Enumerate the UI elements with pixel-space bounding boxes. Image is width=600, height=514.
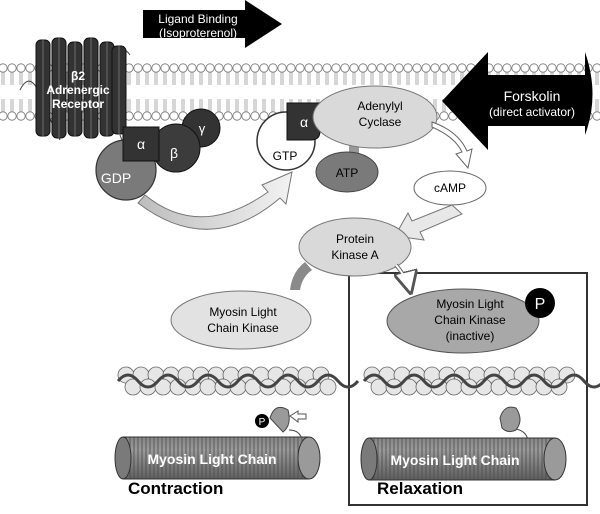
receptor-label-line2: Adrenergic [46, 83, 110, 97]
alpha-subunit [122, 126, 160, 162]
camp-to-pka-arrow [394, 204, 463, 241]
relaxation-label: Relaxation [377, 479, 463, 498]
direct-activator-label: (direct activator) [489, 105, 575, 119]
atp-label: ATP [336, 166, 358, 180]
mlck-inactive-line2: Chain Kinase [434, 313, 506, 327]
phosphate-marker-left [255, 414, 269, 428]
ligand-binding-label: Ligand Binding [158, 12, 237, 26]
phosphate-marker-left-label: P [259, 417, 266, 428]
myosin-light-chain-left-label: Myosin Light Chain [147, 451, 276, 467]
receptor-label-line3: Receptor [52, 97, 104, 111]
active-alpha-label: α [300, 114, 308, 130]
power-stroke-arrow [289, 410, 307, 423]
myosin-light-chain-kinase: Myosin Light Chain Kinase [170, 290, 312, 350]
g-protein-complex: α β γ GDP [95, 108, 221, 201]
ligand-binding-arrow: Ligand Binding (Isoproterenol) [143, 0, 282, 48]
gtp-label: GTP [273, 149, 298, 163]
phosphate-label: P [535, 296, 546, 313]
pka-label-line1: Protein [336, 232, 374, 246]
forskolin-label: Forskolin [504, 88, 561, 104]
beta2-adrenergic-receptor: β2 Adrenergic Receptor [19, 37, 133, 146]
protein-kinase-a: Protein Kinase A [298, 217, 412, 277]
actin-filament-right [362, 366, 600, 396]
atp-node: ATP [315, 151, 379, 193]
pka-label-line2: Kinase A [331, 248, 378, 262]
myosin-head-right [499, 406, 521, 433]
mlck-label-line2: Chain Kinase [207, 321, 279, 335]
relaxation-panel [348, 272, 588, 506]
mlck-inactive-line3: (inactive) [446, 329, 495, 343]
myosin-filament-right: Myosin Light Chain [360, 406, 567, 481]
active-g-alpha: α GTP [256, 102, 321, 171]
pka-to-mlck-link [290, 262, 312, 290]
myosin-head-left [269, 406, 290, 433]
actin-filament-left [116, 366, 360, 396]
gamma-label: γ [199, 121, 206, 136]
cyclase-to-camp-arrow [431, 121, 473, 170]
camp-label: cAMP [434, 181, 466, 195]
receptor-label-line1: β2 [71, 69, 85, 83]
myosin-filament-left: P Myosin Light Chain [114, 406, 321, 480]
adenylyl-label: Adenylyl [357, 99, 402, 113]
mlck-label-line1: Myosin Light [209, 305, 277, 319]
phosphate-badge [525, 288, 555, 318]
gdp-to-gtp-arrow [137, 171, 293, 230]
myosin-light-chain-kinase-inactive: Myosin Light Chain Kinase (inactive) P [386, 288, 555, 354]
beta-label: β [170, 145, 178, 161]
isoproterenol-label: (Isoproterenol) [159, 26, 237, 40]
cyclase-label: Cyclase [359, 115, 402, 129]
camp-node: cAMP [413, 170, 487, 206]
mlck-inactive-line1: Myosin Light [436, 297, 504, 311]
contraction-label: Contraction [128, 479, 223, 498]
alpha-label: α [137, 136, 145, 152]
forskolin-arrow: Forskolin (direct activator) [442, 52, 593, 150]
myosin-light-chain-right-label: Myosin Light Chain [390, 452, 519, 468]
gdp-label: GDP [101, 170, 131, 186]
adenylyl-cyclase: Adenylyl Cyclase [312, 85, 438, 160]
